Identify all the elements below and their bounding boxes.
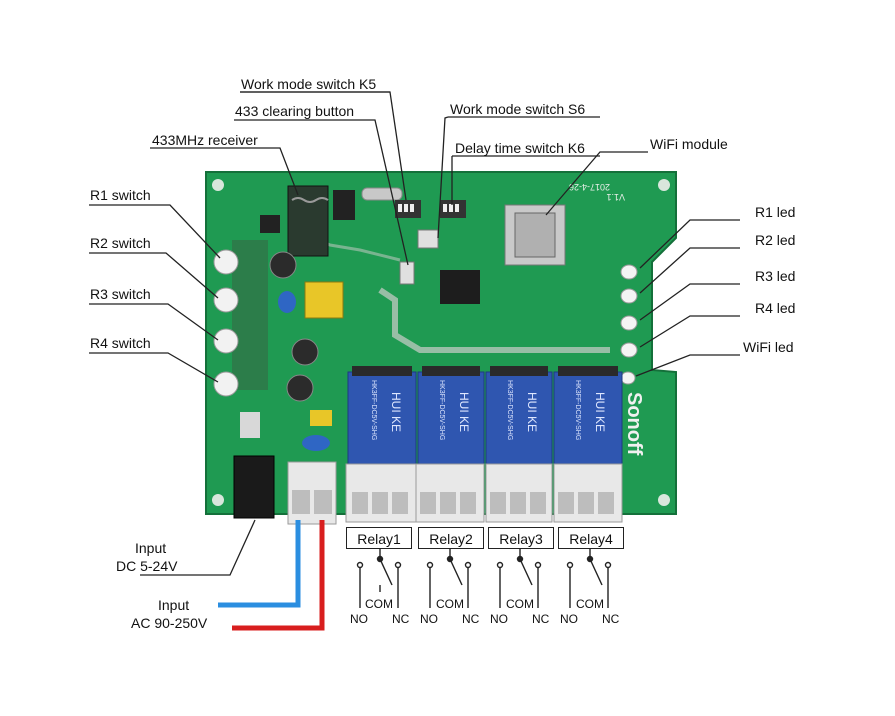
r3-switch-button xyxy=(213,328,239,354)
r2-led xyxy=(620,288,638,304)
label-input-ac-2: AC 90-250V xyxy=(131,615,208,631)
power-terminal-slot xyxy=(314,490,332,514)
brand-logo: Sonoff xyxy=(623,392,645,456)
relay-marking: HUI KE xyxy=(389,392,403,432)
relay-4 xyxy=(553,366,623,465)
varistor xyxy=(278,291,296,313)
relay-2-nc: NC xyxy=(462,612,480,626)
fuse xyxy=(310,410,332,426)
label-input-dc-1: Input xyxy=(135,540,167,556)
mounting-hole xyxy=(658,494,670,506)
relay-1-com: COM xyxy=(365,597,393,611)
relay-4-nc: NC xyxy=(602,612,620,626)
mounting-hole xyxy=(212,179,224,191)
r2-switch-button xyxy=(213,287,239,313)
relay-contact-symbols xyxy=(356,549,612,608)
label-input-dc-2: DC 5-24V xyxy=(116,558,178,574)
relay-2 xyxy=(417,366,485,465)
relay-model: HK3FF-DC5V-SHG xyxy=(370,380,377,440)
wifi-led xyxy=(620,371,636,385)
wifi-module-shield xyxy=(514,212,556,258)
r1-switch-button xyxy=(213,249,239,275)
dip-levers xyxy=(398,204,459,212)
r3-led xyxy=(620,315,638,331)
pcb-trace xyxy=(378,287,610,353)
label-delay-k6: Delay time switch K6 xyxy=(455,140,585,156)
black-component xyxy=(240,412,260,438)
label-wifi-module: WiFi module xyxy=(650,136,728,152)
relay-model: HK3FF-DC5V-SHG xyxy=(506,380,513,440)
relay-2-label: Relay2 xyxy=(418,527,484,549)
relay-3-nc: NC xyxy=(532,612,550,626)
label-r2-switch: R2 switch xyxy=(90,235,151,251)
label-work-mode-k5: Work mode switch K5 xyxy=(241,76,377,92)
ic-chip xyxy=(333,190,355,220)
varistor-2 xyxy=(302,435,330,451)
r4-switch-button xyxy=(213,371,239,397)
capacitor xyxy=(269,251,297,279)
relay-4-label: Relay4 xyxy=(558,527,624,549)
r4-led xyxy=(620,342,638,358)
mounting-hole xyxy=(212,494,224,506)
label-433-clearing: 433 clearing button xyxy=(235,103,355,119)
label-433-receiver: 433MHz receiver xyxy=(152,132,258,148)
label-r1-switch: R1 switch xyxy=(90,187,151,203)
terminal-slots xyxy=(352,492,614,514)
relay-model: HK3FF-DC5V-SHG xyxy=(438,380,445,440)
label-input-ac-1: Input xyxy=(158,597,190,613)
relay-model: HK3FF-DC5V-SHG xyxy=(574,380,581,440)
receiver-module xyxy=(287,185,329,257)
dc-jack xyxy=(233,455,275,519)
label-r1-led: R1 led xyxy=(755,204,796,220)
label-r3-switch: R3 switch xyxy=(90,286,151,302)
label-r2-led: R2 led xyxy=(755,232,796,248)
relay-2-com: COM xyxy=(436,597,464,611)
regulator xyxy=(260,215,280,233)
relay-1-label: Relay1 xyxy=(346,527,412,549)
relay-marking: HUI KE xyxy=(525,392,539,432)
relay-1-nc: NC xyxy=(392,612,410,626)
relay-1 xyxy=(347,366,417,465)
mcu-chip xyxy=(440,270,480,304)
relay-4-no: NO xyxy=(560,612,578,626)
red-wire xyxy=(232,520,325,631)
r1-led xyxy=(620,264,638,280)
mounting-hole xyxy=(658,179,670,191)
label-work-mode-s6: Work mode switch S6 xyxy=(450,101,586,117)
blue-wire xyxy=(218,520,301,608)
label-r4-switch: R4 switch xyxy=(90,335,151,351)
transformer xyxy=(304,281,344,319)
clearing-button xyxy=(399,261,415,285)
relay-1-no: NO xyxy=(350,612,368,626)
relay-2-no: NO xyxy=(420,612,438,626)
relay-marking: HUI KE xyxy=(593,392,607,432)
board-version: V1.1 xyxy=(606,192,625,202)
callout-lines xyxy=(89,91,740,576)
slide-switch-s6 xyxy=(417,229,439,249)
label-wifi-led: WiFi led xyxy=(743,339,794,355)
relay-3 xyxy=(485,366,553,465)
board-date: 2017-4-26 xyxy=(569,182,610,192)
label-r4-led: R4 led xyxy=(755,300,796,316)
relay-marking: HUI KE xyxy=(457,392,471,432)
relay-3-no: NO xyxy=(490,612,508,626)
power-terminal-slot xyxy=(292,490,310,514)
relay-3-com: COM xyxy=(506,597,534,611)
capacitor xyxy=(291,338,319,366)
relay-3-label: Relay3 xyxy=(488,527,554,549)
capacitor xyxy=(286,374,314,402)
label-r3-led: R3 led xyxy=(755,268,796,284)
relay-4-com: COM xyxy=(576,597,604,611)
receiver-coil xyxy=(291,197,329,203)
crystal xyxy=(361,187,403,201)
